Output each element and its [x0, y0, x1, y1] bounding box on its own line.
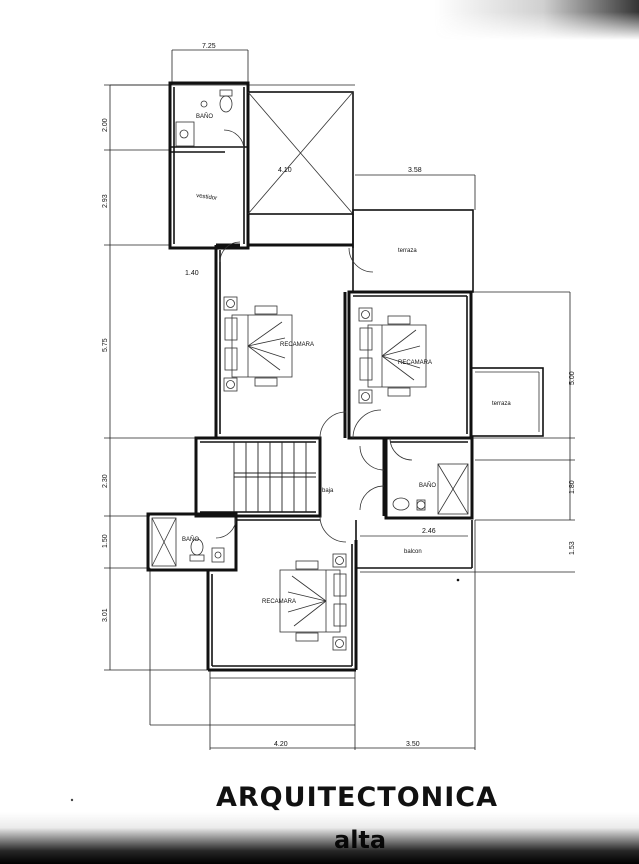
dim-right-5-00: 5.00: [569, 371, 576, 385]
bano-right: [384, 436, 474, 520]
dim-top-width: 7.25: [202, 43, 216, 50]
dim-inner-4-10: 4.10: [278, 167, 292, 174]
dimension-lines-right: [355, 174, 575, 750]
dim-right-1-80: 1.80: [569, 480, 576, 494]
dim-left-2-93: 2.93: [102, 194, 109, 208]
label-recamara-2: RECAMARA: [398, 360, 432, 366]
vestidor-bano-block: [168, 81, 250, 250]
dimension-lines-bottom: [209, 670, 475, 750]
label-recamara-1: RECAMARA: [280, 342, 314, 348]
dim-bottom-3-50: 3.50: [406, 741, 420, 748]
label-balcon: balcon: [404, 549, 422, 555]
hall-baja: [318, 411, 386, 543]
plan-title: ARQUITECTONICA: [216, 782, 499, 813]
bano-left: [146, 512, 238, 572]
label-recamara-3: RECAMARA: [262, 599, 296, 605]
dim-left-2-30: 2.30: [102, 474, 109, 488]
recamara-1: [214, 241, 374, 438]
label-terraza-1: terraza: [398, 248, 417, 254]
room-labels: BAÑO vestidor RECAMARA terraza RECAMARA …: [182, 113, 511, 605]
dim-inner-1-40: 1.40: [185, 270, 199, 277]
dim-left-2-00: 2.00: [102, 118, 109, 132]
label-baja: baja: [322, 488, 334, 494]
label-terraza-2: terraza: [492, 401, 511, 407]
dim-right-1-53: 1.53: [569, 541, 576, 555]
dim-left-5-75: 5.75: [102, 338, 109, 352]
dimension-labels: 7.25 2.00 2.93 1.40 4.10 3.58 5.75 5.00 …: [102, 43, 576, 748]
terraza-2: [470, 367, 544, 437]
dimension-lines-left: [104, 84, 355, 726]
scan-shadow-top: [0, 0, 639, 40]
dim-inner-3-58: 3.58: [408, 167, 422, 174]
label-bano-left: BAÑO: [182, 536, 199, 543]
stairs: [194, 436, 322, 518]
label-bano-top: BAÑO: [196, 113, 213, 120]
scan-shadow-bottom: [0, 812, 639, 864]
dim-inner-2-46: 2.46: [422, 528, 436, 535]
label-vestidor: vestidor: [196, 193, 218, 202]
void-x-box: [247, 91, 354, 248]
dim-left-1-50: 1.50: [102, 534, 109, 548]
label-bano-right: BAÑO: [419, 482, 436, 489]
dim-left-3-01: 3.01: [102, 608, 109, 622]
dim-bottom-4-20: 4.20: [274, 741, 288, 748]
recamara-3: [206, 514, 358, 672]
dimension-top: [110, 49, 355, 86]
